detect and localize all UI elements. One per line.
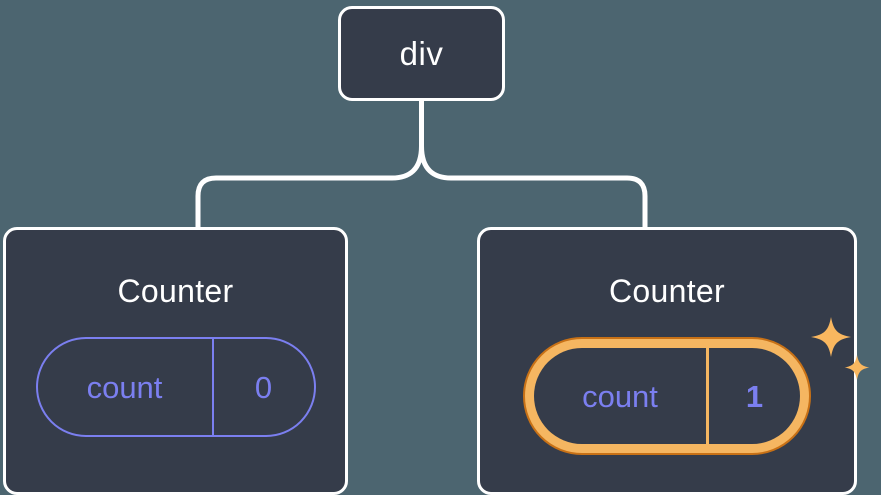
state-pill-count-right[interactable]: count 1	[523, 337, 811, 455]
sparkles-group	[811, 317, 870, 380]
sparkle-small-icon	[844, 355, 870, 380]
counter-left-title: Counter	[117, 273, 234, 309]
node-counter-right[interactable]: Counter count 1	[477, 227, 870, 495]
state-name-left: count	[38, 339, 214, 435]
state-value-right: 1	[745, 378, 764, 414]
connector-to-left-counter	[195, 143, 424, 230]
connector-to-right-counter	[419, 143, 648, 230]
state-value-left: 0	[254, 369, 273, 405]
state-pill-inner-right: count 1	[534, 348, 800, 444]
counter-right-state-wrap: count 1	[523, 317, 870, 455]
node-div-label: div	[399, 35, 444, 72]
counter-left-state-wrap: count 0	[35, 337, 316, 437]
node-counter-left[interactable]: Counter count 0	[3, 227, 348, 495]
sparkle-large-icon	[811, 317, 851, 357]
node-div[interactable]: div	[338, 6, 505, 101]
state-name-right: count	[534, 348, 709, 444]
state-pill-count-left[interactable]: count 0	[35, 337, 316, 437]
counter-right-title: Counter	[609, 273, 725, 309]
